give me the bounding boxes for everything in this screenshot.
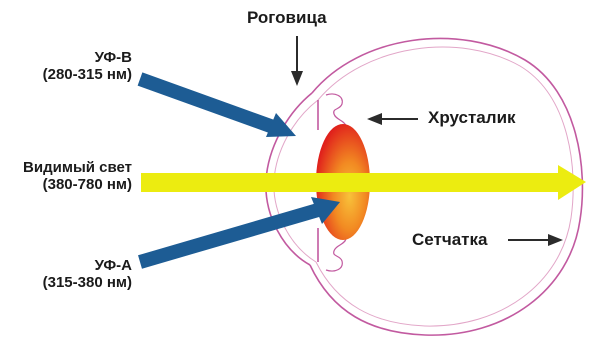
uvb-range: (280-315 нм) — [43, 67, 132, 84]
retina-label: Сетчатка — [412, 230, 487, 249]
visible-light-label: Видимый свет (380-780 нм) — [23, 160, 132, 194]
uva-arrow — [140, 197, 340, 262]
retina-pointer-arrow — [508, 234, 563, 246]
lens-label: Хрусталик — [428, 108, 516, 127]
lens-pointer-arrow — [367, 113, 418, 125]
uva-name: УФ-А — [43, 258, 132, 275]
visible-light-range: (380-780 нм) — [23, 177, 132, 194]
uva-range: (315-380 нм) — [43, 275, 132, 292]
uvb-label: УФ-В (280-315 нм) — [43, 50, 132, 84]
visible-light-name: Видимый свет — [23, 160, 132, 177]
uvb-arrow — [140, 79, 296, 137]
cornea-label: Роговица — [247, 8, 327, 27]
uvb-name: УФ-В — [43, 50, 132, 67]
uva-label: УФ-А (315-380 нм) — [43, 258, 132, 292]
ciliary-body-upper — [326, 94, 346, 126]
ciliary-body-lower — [326, 239, 346, 271]
cornea-pointer-arrow — [291, 36, 303, 86]
